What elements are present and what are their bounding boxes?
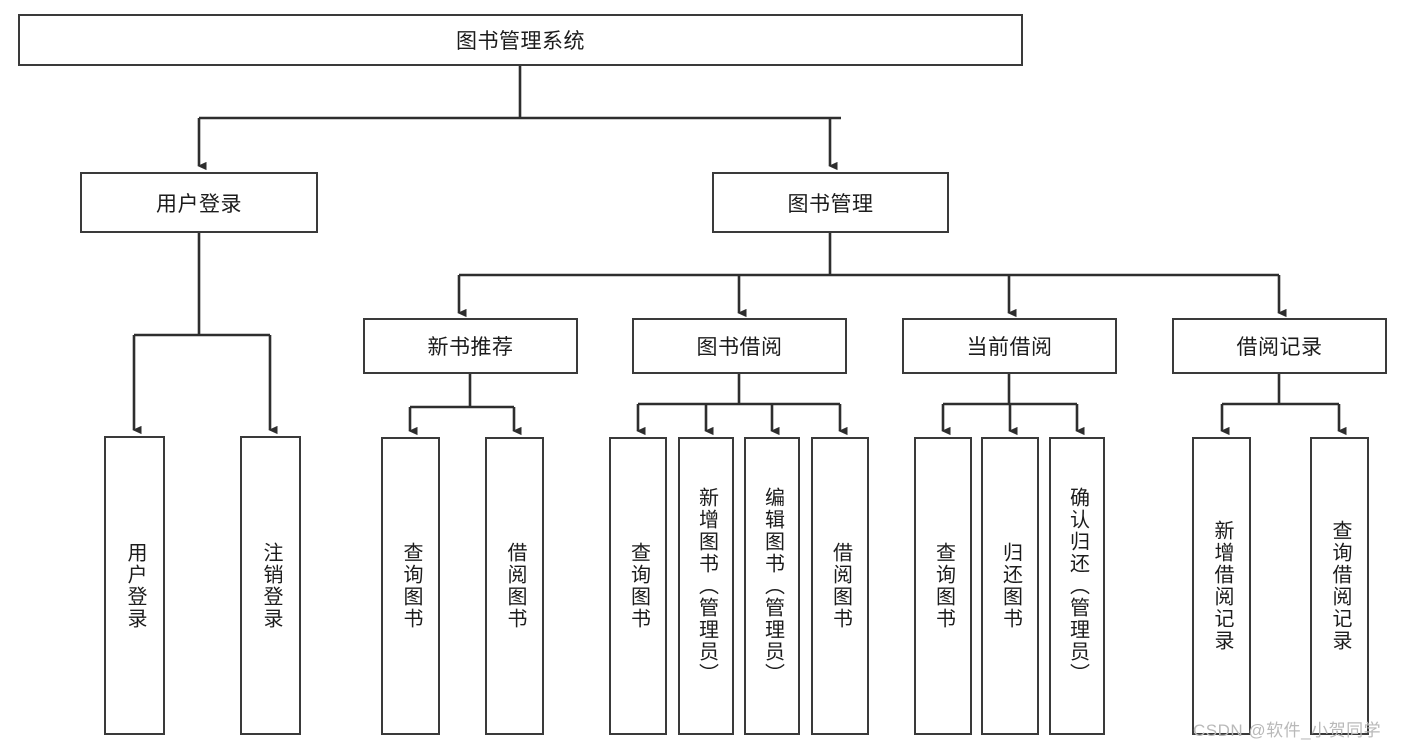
csdn-watermark: CSDN @软件_小贺同学 (1193, 721, 1382, 740)
leaf-query-book-3-label: 查询图书 (932, 542, 955, 630)
node-user-login[interactable]: 用户登录 (80, 172, 318, 233)
leaf-user-login-label: 用户登录 (124, 541, 146, 630)
node-user-login-label: 用户登录 (156, 192, 242, 216)
leaf-add-record-label: 新增借阅记录 (1211, 520, 1233, 652)
node-root[interactable]: 图书管理系统 (18, 14, 1023, 66)
leaf-query-book-2-label: 查询图书 (627, 542, 650, 630)
leaf-logout-login[interactable]: 注销登录 (240, 436, 301, 735)
node-borrow-record-label: 借阅记录 (1236, 336, 1323, 359)
node-current-borrow-label: 当前借阅 (966, 336, 1053, 359)
leaf-borrow-book-1-label: 借阅图书 (504, 542, 526, 630)
node-new-book-recommend-label: 新书推荐 (427, 336, 514, 359)
leaf-add-book-label: 新增图书（管理员） (695, 487, 718, 685)
node-book-manage[interactable]: 图书管理 (712, 172, 949, 233)
leaf-return-book[interactable]: 归还图书 (981, 437, 1039, 735)
leaf-logout-login-label: 注销登录 (260, 541, 282, 630)
node-new-book-recommend[interactable]: 新书推荐 (363, 318, 578, 374)
leaf-confirm-return-label: 确认归还（管理员） (1066, 487, 1089, 685)
leaf-add-book[interactable]: 新增图书（管理员） (678, 437, 734, 735)
leaf-confirm-return[interactable]: 确认归还（管理员） (1049, 437, 1105, 735)
leaf-query-book-2[interactable]: 查询图书 (609, 437, 667, 735)
leaf-add-record[interactable]: 新增借阅记录 (1192, 437, 1251, 735)
leaf-query-record-label: 查询借阅记录 (1329, 520, 1351, 652)
leaf-return-book-label: 归还图书 (999, 542, 1022, 630)
node-book-borrow-label: 图书借阅 (696, 336, 783, 359)
leaf-edit-book-label: 编辑图书（管理员） (761, 487, 784, 685)
node-root-label: 图书管理系统 (456, 30, 585, 53)
leaf-borrow-book-2[interactable]: 借阅图书 (811, 437, 869, 735)
node-current-borrow[interactable]: 当前借阅 (902, 318, 1117, 374)
node-borrow-record[interactable]: 借阅记录 (1172, 318, 1387, 374)
leaf-query-book-3[interactable]: 查询图书 (914, 437, 972, 735)
leaf-borrow-book-2-label: 借阅图书 (829, 542, 852, 630)
leaf-borrow-book-1[interactable]: 借阅图书 (485, 437, 544, 735)
node-book-borrow[interactable]: 图书借阅 (632, 318, 847, 374)
leaf-user-login[interactable]: 用户登录 (104, 436, 165, 735)
leaf-query-book-1[interactable]: 查询图书 (381, 437, 440, 735)
leaf-edit-book[interactable]: 编辑图书（管理员） (744, 437, 800, 735)
leaf-query-book-1-label: 查询图书 (400, 542, 422, 630)
node-book-manage-label: 图书管理 (787, 192, 874, 216)
leaf-query-record[interactable]: 查询借阅记录 (1310, 437, 1369, 735)
